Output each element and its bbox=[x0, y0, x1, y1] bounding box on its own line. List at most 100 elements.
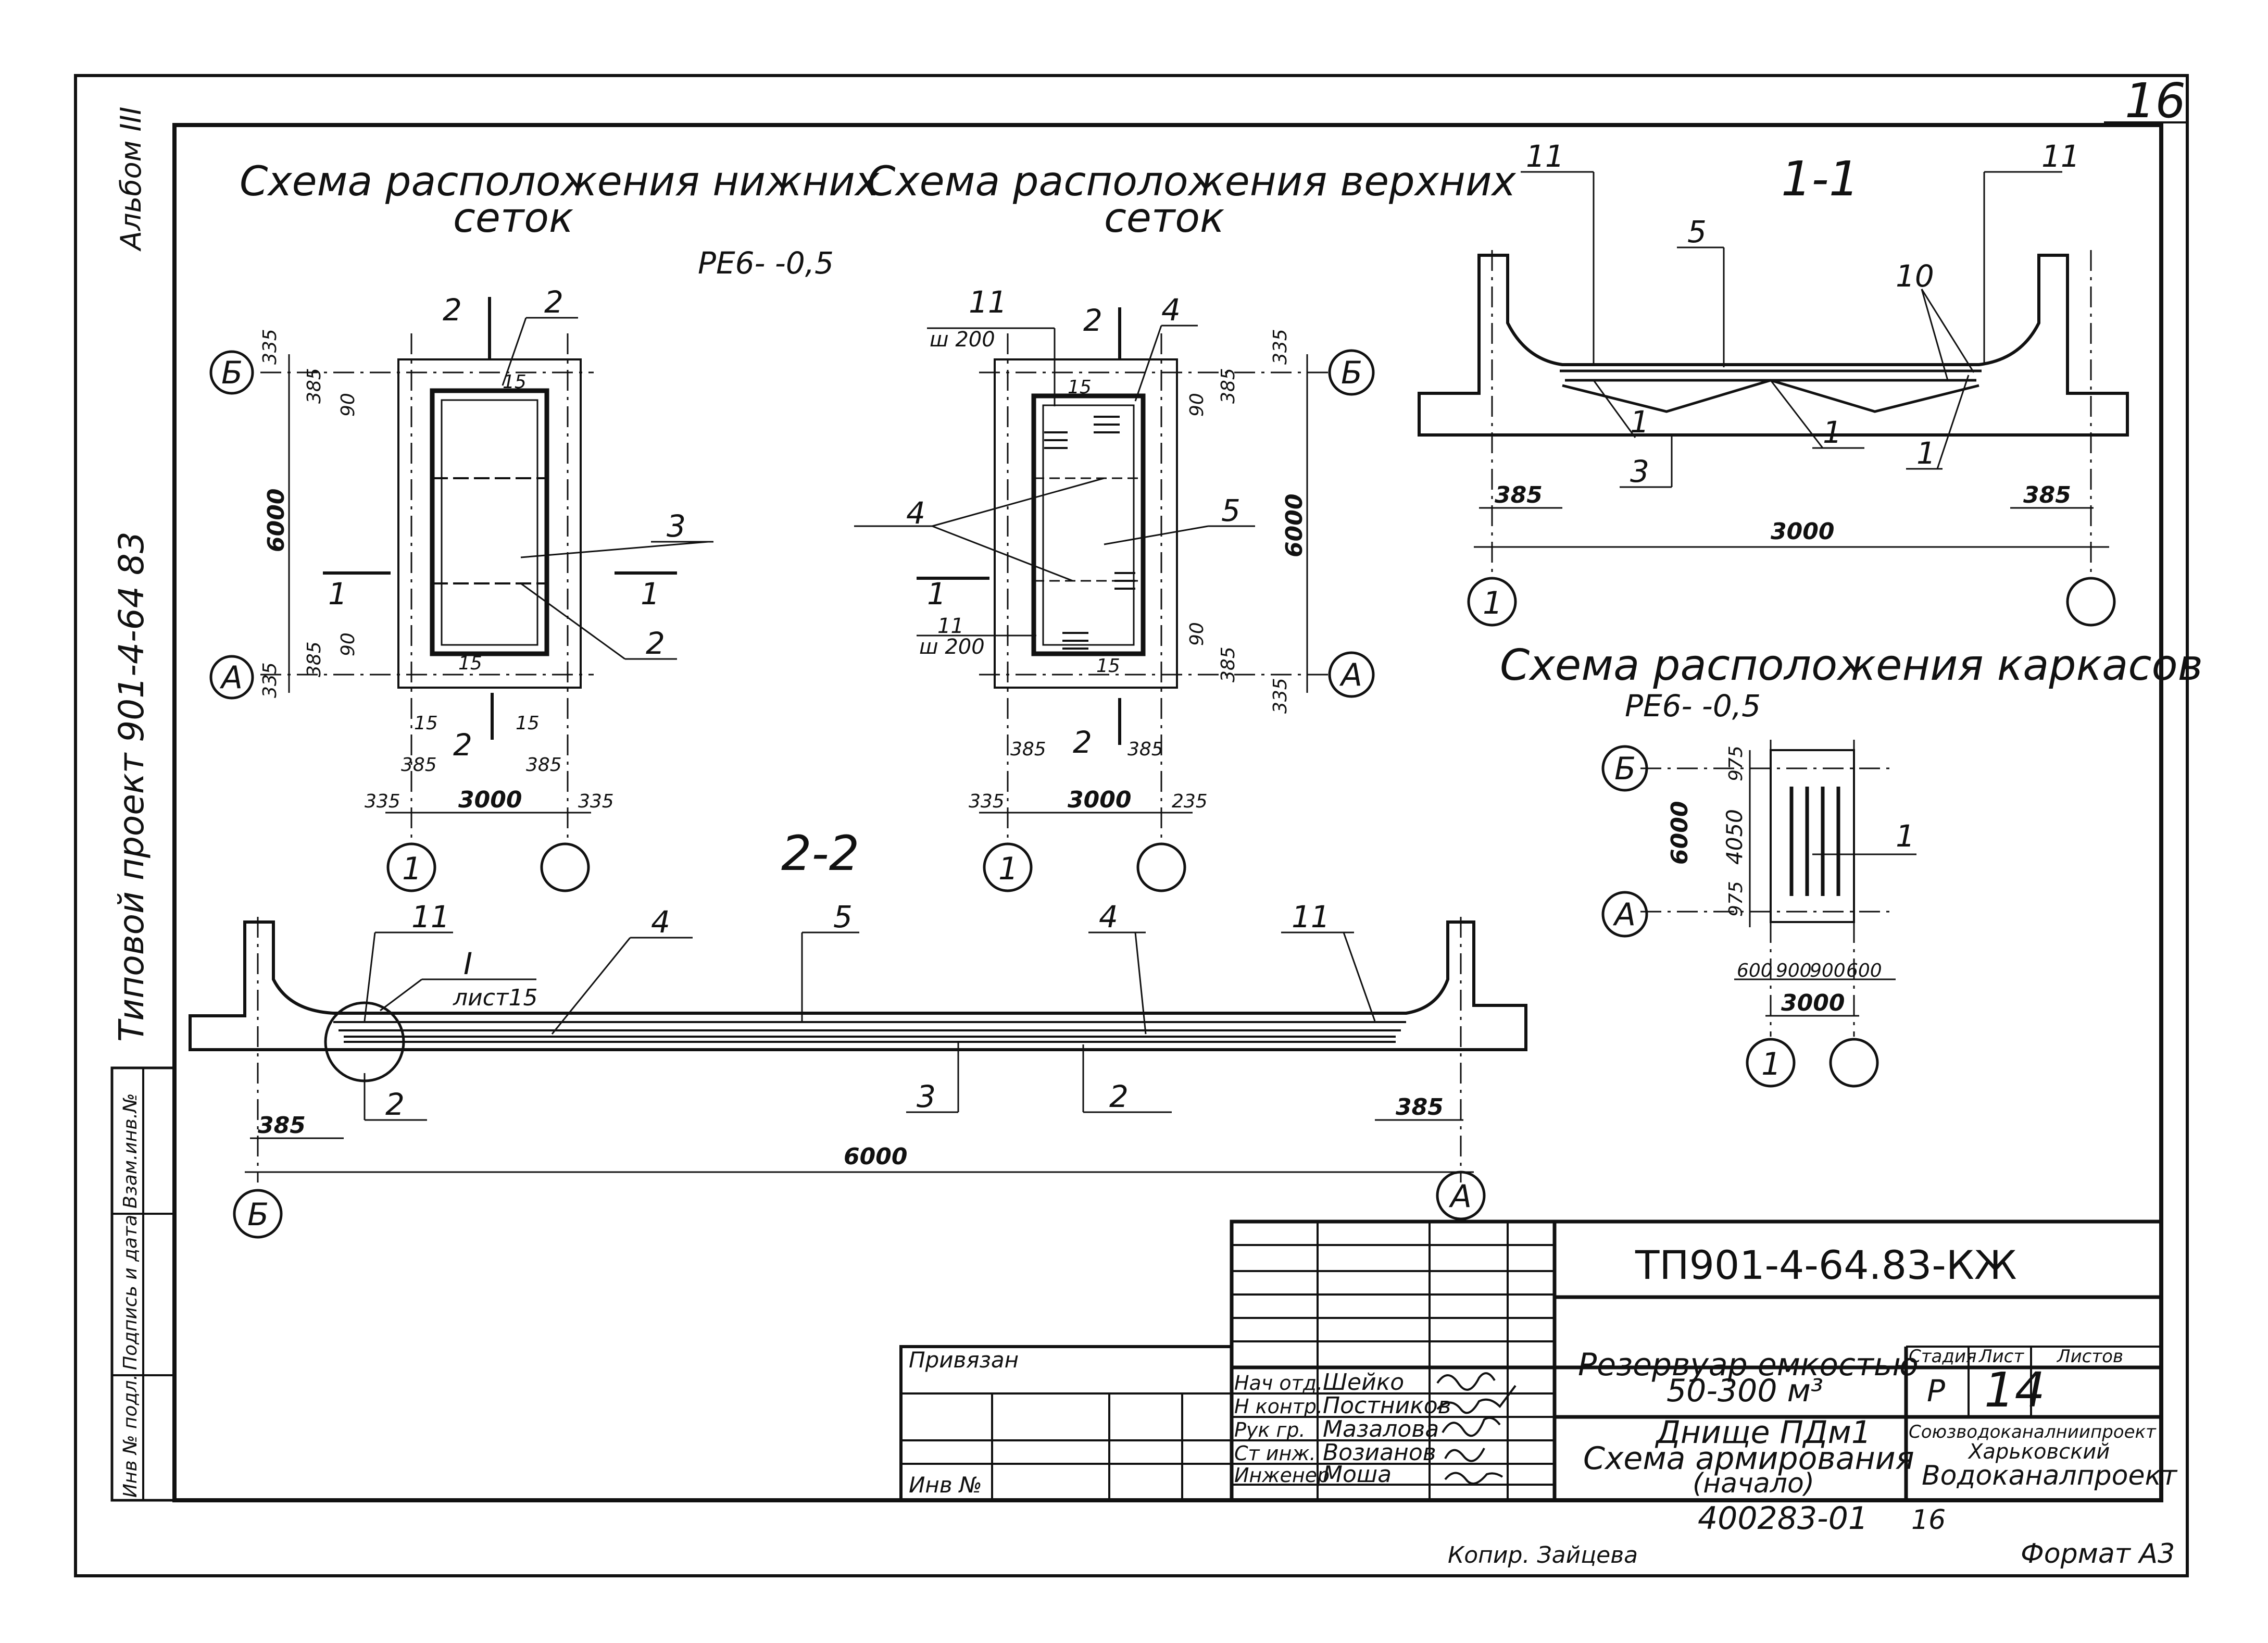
plan-bottom-axis-a-label: А bbox=[219, 659, 243, 696]
section-22-outline bbox=[189, 920, 1527, 1051]
section-22-bubble-b bbox=[233, 1189, 283, 1239]
tb-name-5: Моша bbox=[1323, 1461, 1392, 1488]
plan-top-axis-a-label: А bbox=[1339, 657, 1362, 693]
frames-scheme: Схема расположения каркасов РЕ6- -0,5 1 … bbox=[1500, 641, 2203, 1088]
plan-bottom-335-top: 335 bbox=[259, 329, 281, 365]
frames-axis-a-label: А bbox=[1612, 897, 1636, 933]
tb-stage-header: Стадия bbox=[1909, 1346, 1976, 1367]
plan-top-step-bot: ш 200 bbox=[919, 635, 985, 659]
plan-top-335-bot: 335 bbox=[1270, 678, 1291, 714]
frames-600-l: 600 bbox=[1737, 960, 1773, 981]
tb-kopir: Копир. Зайцева bbox=[1448, 1542, 1638, 1569]
tb-org-1: Союзводоканалниипроект bbox=[1909, 1422, 2157, 1442]
plan-bottom-cut-1-left: 1 bbox=[328, 576, 347, 612]
signatures bbox=[1436, 1372, 1517, 1485]
section-11-leader-10b bbox=[1921, 289, 1975, 373]
frames-3000: 3000 bbox=[1781, 990, 1845, 1016]
plan-top-bubble-1 bbox=[983, 842, 1033, 892]
section-11-leader-1c bbox=[1936, 375, 1970, 469]
tb-sheet-name-1: Днище ПДм1 bbox=[1655, 1414, 1871, 1451]
plan-bottom-cut-2-bottom: 2 bbox=[453, 727, 472, 763]
plan-bottom-label-3: 3 bbox=[667, 508, 686, 544]
section-11-385-l: 385 bbox=[1495, 482, 1543, 508]
section-22-label-2-r: 2 bbox=[1109, 1079, 1129, 1114]
tb-object-1: Резервуар емкостью bbox=[1578, 1347, 1919, 1383]
section-11-bubble-1 bbox=[1467, 577, 1517, 627]
section-22-label-5: 5 bbox=[833, 899, 853, 935]
plan-bottom-label-2-right: 2 bbox=[646, 626, 665, 661]
tb-privyazan: Привязан bbox=[909, 1347, 1019, 1373]
frames-label-1: 1 bbox=[1896, 818, 1915, 854]
plan-top-title-2: сеток bbox=[1104, 195, 1224, 242]
section-11-3000: 3000 bbox=[1771, 518, 1834, 545]
section-11-label-3: 3 bbox=[1630, 454, 1649, 489]
album-label: Альбом III bbox=[115, 107, 147, 252]
plan-top-title-1: Схема расположения верхних bbox=[867, 158, 1517, 205]
plan-top-mesh-inner bbox=[1042, 404, 1135, 646]
frames-6000: 6000 bbox=[1666, 801, 1693, 865]
plan-bottom-bubble-2 bbox=[540, 842, 590, 892]
section-11-385-r: 385 bbox=[2023, 482, 2071, 508]
section-11-leader-1a bbox=[1593, 380, 1636, 438]
plan-top-385-r: 385 bbox=[1127, 739, 1163, 760]
plan-top-bubble-a bbox=[1328, 651, 1375, 698]
section-22-6000: 6000 bbox=[844, 1143, 907, 1170]
frames-axis-b-label: Б bbox=[1614, 751, 1636, 787]
frames-4050: 4050 bbox=[1722, 809, 1747, 865]
tb-doc-page: 16 bbox=[1911, 1504, 1946, 1536]
plan-bottom-axis-1-label: 1 bbox=[402, 851, 422, 887]
frames-bubble-a bbox=[1601, 891, 1648, 938]
section-11-label-1b: 1 bbox=[1823, 415, 1842, 450]
section-22-label-11-r: 11 bbox=[1292, 899, 1330, 935]
plan-bottom-335-r: 335 bbox=[578, 791, 614, 812]
section-11-rebar bbox=[1560, 369, 1982, 413]
tb-code: ТП901-4-64.83-КЖ bbox=[1635, 1242, 2017, 1288]
plan-top-90-bot: 90 bbox=[1186, 622, 1208, 646]
section-22-385-l: 385 bbox=[258, 1112, 306, 1139]
tb-lists-header: Листов bbox=[2056, 1346, 2123, 1367]
section-11-outline bbox=[1418, 254, 2129, 437]
side-podpis: Подпись и дата bbox=[120, 1215, 141, 1370]
section-22-leader-11-r bbox=[1343, 932, 1376, 1022]
plan-top-cut-1-left: 1 bbox=[927, 576, 946, 612]
plan-top-385-l: 385 bbox=[1010, 739, 1046, 760]
plan-bottom-cut-1-right: 1 bbox=[641, 576, 660, 612]
section-22-rebar bbox=[333, 1021, 1406, 1043]
title-block-left bbox=[899, 1345, 1233, 1502]
plan-top-label-11-top: 11 bbox=[969, 284, 1007, 320]
plan-bottom-90-top: 90 bbox=[337, 393, 359, 417]
section-22-bubble-a bbox=[1436, 1171, 1486, 1221]
plan-bottom-cut-2-top: 2 bbox=[443, 292, 462, 328]
frames-900-r: 900 bbox=[1810, 960, 1846, 981]
plan-top-meshes: Схема расположения верхних сеток 6000 33… bbox=[854, 158, 1517, 892]
frames-axis-1-label: 1 bbox=[1761, 1046, 1781, 1082]
section-22-axis-a-label: А bbox=[1448, 1178, 1472, 1215]
plan-bottom-15-r: 15 bbox=[516, 713, 540, 734]
plan-bottom-callout-2top bbox=[502, 317, 527, 386]
frames-slab bbox=[1770, 749, 1855, 923]
section-22-leader-11-l bbox=[364, 932, 376, 1022]
plan-top-label-4-left: 4 bbox=[906, 495, 925, 531]
section-22-label-4-r: 4 bbox=[1099, 899, 1118, 935]
tb-role-5: Инженер bbox=[1234, 1464, 1330, 1487]
frames-bubble-1 bbox=[1746, 1038, 1796, 1088]
plan-top-cut-2-top: 2 bbox=[1083, 303, 1102, 338]
tb-name-4: Возианов bbox=[1323, 1439, 1436, 1466]
section-11-axis-1-label: 1 bbox=[1483, 585, 1502, 621]
plan-top-callout-4a bbox=[932, 477, 1105, 527]
tb-left-frame bbox=[899, 1345, 1233, 1502]
plan-bottom-385-bot: 385 bbox=[304, 641, 325, 677]
plan-top-callout-4b bbox=[932, 525, 1073, 582]
tb-org-2: Харьковский bbox=[1968, 1440, 2110, 1464]
project-vertical: Типовой проект 901-4-64 83 bbox=[111, 531, 152, 1042]
tb-role-4: Ст инж. bbox=[1234, 1442, 1316, 1465]
plan-top-bubble-b bbox=[1328, 349, 1375, 396]
plan-bottom-335-l: 335 bbox=[365, 791, 400, 812]
plan-bottom-slab bbox=[397, 358, 582, 689]
plan-top-label-11-bot: 11 bbox=[937, 614, 964, 638]
section-11-label-11-l: 11 bbox=[1526, 139, 1564, 174]
plan-top-callout-5 bbox=[1104, 525, 1209, 545]
plan-bottom-callout-2 bbox=[520, 582, 625, 660]
plan-top-90-top: 90 bbox=[1186, 393, 1208, 417]
